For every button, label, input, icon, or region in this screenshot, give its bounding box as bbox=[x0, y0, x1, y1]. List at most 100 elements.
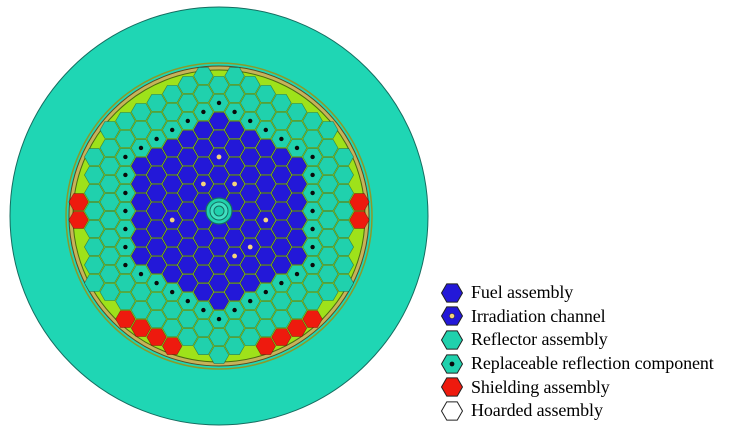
vessel-ring-outer bbox=[65, 62, 373, 370]
fuel-assembly-hex bbox=[130, 193, 152, 211]
reflector-assembly-hex bbox=[99, 211, 121, 229]
reflector-assembly-hex bbox=[130, 103, 152, 121]
hexagon-fuel-icon bbox=[440, 283, 464, 303]
reflector-assembly-hex bbox=[99, 229, 121, 247]
reflection-dot bbox=[310, 262, 315, 268]
shielding-assembly-hex bbox=[302, 310, 323, 328]
reflector-assembly-hex bbox=[177, 310, 199, 328]
reflection-dot bbox=[201, 109, 206, 115]
fuel-assembly-hex bbox=[130, 229, 152, 247]
reflector-assembly-hex bbox=[271, 310, 292, 328]
reflector-assembly-hex bbox=[317, 157, 339, 175]
reflector-assembly-hex bbox=[208, 76, 230, 94]
shielding-assembly-hex bbox=[255, 337, 277, 355]
fuel-assembly-hex bbox=[224, 229, 245, 247]
reflection-dot bbox=[123, 226, 128, 232]
reflector-assembly-hex bbox=[271, 94, 292, 112]
hexagon-reflector-icon bbox=[440, 330, 464, 350]
fuel-assembly-hex bbox=[255, 157, 277, 175]
reflector-assembly-hex bbox=[99, 283, 121, 301]
reflector-assembly-hex bbox=[224, 67, 245, 85]
reflector-assembly-hex bbox=[239, 328, 261, 346]
shielding-assembly-hex bbox=[161, 337, 183, 355]
legend-label-fuel: Fuel assembly bbox=[471, 282, 574, 303]
reflector-assembly-hex bbox=[317, 283, 339, 301]
fuel-assembly-hex bbox=[271, 220, 292, 238]
reflector-assembly-hex bbox=[317, 265, 339, 283]
fuel-assembly-hex bbox=[224, 121, 245, 139]
fuel-assembly-hex bbox=[161, 229, 183, 247]
reflection-dot bbox=[123, 190, 128, 196]
legend-label-shielding: Shielding assembly bbox=[471, 376, 610, 397]
fuel-assembly-hex bbox=[208, 166, 230, 184]
fuel-assembly-hex bbox=[177, 202, 199, 220]
reflector-assembly-hex bbox=[177, 76, 199, 94]
hexagon-irradiation-icon bbox=[440, 306, 464, 326]
legend: Fuel assembly Irradiation channel Reflec… bbox=[440, 281, 752, 423]
reflection-dot bbox=[185, 118, 190, 124]
fuel-assembly-hex bbox=[177, 184, 199, 202]
fuel-assembly-hex bbox=[161, 139, 183, 157]
fuel-assembly-hex bbox=[271, 166, 292, 184]
reflector-assembly-hex bbox=[146, 112, 167, 130]
fuel-assembly-hex bbox=[177, 166, 199, 184]
reflection-dot bbox=[310, 172, 315, 178]
fuel-assembly-hex bbox=[193, 265, 214, 283]
reflector-assembly-hex bbox=[161, 301, 183, 319]
fuel-assembly-hex bbox=[161, 157, 183, 175]
reflector-assembly-hex bbox=[255, 319, 277, 337]
fuel-assembly-hex bbox=[255, 229, 277, 247]
reflector-assembly-hex bbox=[161, 85, 183, 103]
fuel-assembly-hex bbox=[239, 202, 261, 220]
fuel-assembly-hex bbox=[208, 256, 230, 274]
fuel-assembly-hex bbox=[208, 130, 230, 148]
reflection-dot bbox=[263, 127, 268, 133]
fuel-assembly-hex bbox=[193, 247, 214, 265]
fuel-assembly-hex bbox=[255, 193, 277, 211]
legend-item-irradiation: Irradiation channel bbox=[440, 305, 752, 329]
reflector-assembly-hex bbox=[286, 283, 308, 301]
reflection-dot bbox=[294, 145, 300, 151]
hexagon-hoarded-icon bbox=[440, 401, 464, 421]
reflector-assembly-hex bbox=[286, 301, 308, 319]
reflector-assembly-hex bbox=[83, 184, 105, 202]
reflection-dot bbox=[216, 316, 222, 322]
fuel-assembly-hex bbox=[271, 184, 292, 202]
fuel-assembly-hex bbox=[146, 166, 167, 184]
reflector-assembly-hex bbox=[271, 112, 292, 130]
reflector-assembly-hex bbox=[99, 247, 121, 265]
fuel-assembly-hex bbox=[286, 247, 308, 265]
reflector-assembly-hex bbox=[224, 85, 245, 103]
reflector-assembly-hex bbox=[317, 193, 339, 211]
fuel-assembly-hex bbox=[193, 157, 214, 175]
reflector-assembly-hex bbox=[333, 148, 355, 166]
reflector-assembly-hex bbox=[333, 166, 355, 184]
legend-item-fuel: Fuel assembly bbox=[440, 281, 752, 305]
reflector-assembly-hex bbox=[99, 139, 121, 157]
reflection-dot bbox=[154, 280, 159, 286]
fuel-assembly-hex bbox=[255, 247, 277, 265]
reflector-assembly-hex bbox=[317, 211, 339, 229]
fuel-assembly-hex bbox=[239, 256, 261, 274]
reflector-assembly-hex bbox=[83, 256, 105, 274]
reflector-assembly-hex bbox=[115, 274, 136, 292]
shielding-assembly-hex bbox=[146, 328, 167, 346]
fuel-assembly-hex bbox=[286, 157, 308, 175]
shielding-assembly-hex bbox=[349, 193, 370, 211]
reflector-assembly-hex bbox=[302, 112, 323, 130]
shielding-assembly-hex bbox=[115, 310, 136, 328]
fuel-assembly-hex bbox=[146, 238, 167, 256]
reflection-dot bbox=[170, 289, 175, 295]
fuel-assembly-hex bbox=[255, 265, 277, 283]
fuel-assembly-hex bbox=[271, 202, 292, 220]
reflector-assembly-hex bbox=[83, 166, 105, 184]
fuel-assembly-hex bbox=[224, 283, 245, 301]
assembly-lattice bbox=[68, 67, 370, 364]
reflection-dot bbox=[232, 109, 237, 115]
reflection-dot bbox=[185, 298, 190, 304]
fuel-assembly-hex bbox=[146, 148, 167, 166]
reflector-assembly-hex bbox=[302, 274, 323, 292]
reflector-assembly-hex bbox=[177, 94, 199, 112]
reflection-dot bbox=[123, 154, 128, 160]
